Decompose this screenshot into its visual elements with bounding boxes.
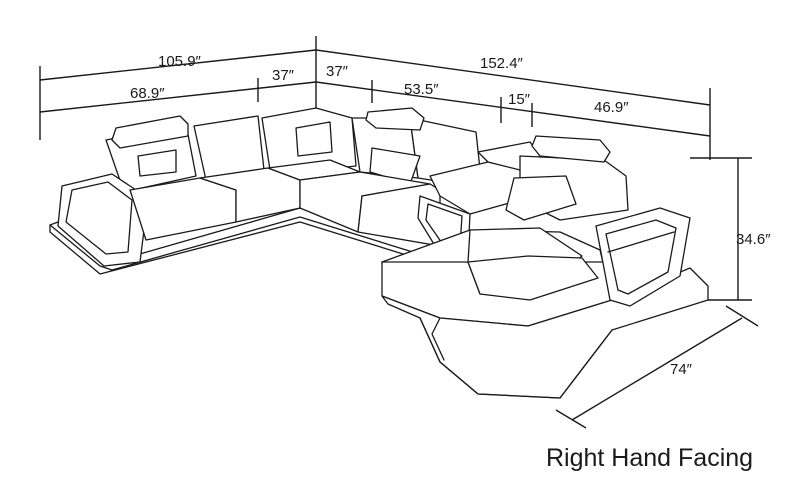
right-armrest-rail (607, 231, 675, 253)
dim-tick-depth-back (725, 305, 759, 327)
headrest-middle (365, 107, 425, 131)
dim-line-left-total (39, 49, 317, 81)
dim-line-right-sections (315, 81, 711, 137)
right-armrest (595, 207, 691, 307)
pillow-corner (295, 121, 333, 157)
dim-tick-depth-front (555, 409, 587, 429)
label-console: 15″ (508, 91, 531, 108)
label-right-total: 152.4″ (480, 55, 524, 72)
chaise-backrest-pad (505, 175, 577, 221)
dim-line-left-sections (39, 81, 317, 113)
pillow-left (137, 149, 177, 177)
label-right-section: 46.9″ (594, 99, 629, 116)
label-left-section: 68.9″ (130, 85, 165, 102)
sofa-drawing (49, 107, 709, 399)
dimension-lines (39, 36, 759, 429)
dimension-labels: 105.9″ 68.9″ 37″ 37″ 152.4″ 53.5″ 15″ 46… (130, 53, 771, 472)
label-middle-section: 53.5″ (404, 81, 439, 98)
headrest-right (531, 135, 611, 163)
right-armrest-frame (605, 219, 677, 295)
label-left-corner: 37″ (272, 67, 295, 84)
dim-line-chaise-depth (571, 317, 743, 421)
left-armrest-frame (65, 181, 133, 255)
left-armrest (57, 173, 149, 267)
headrest-left (111, 115, 189, 149)
label-right-corner: 37″ (326, 63, 349, 80)
label-chaise-depth: 74″ (670, 361, 693, 378)
dim-line-right-total (315, 49, 711, 106)
chaise-base-curve (419, 317, 613, 399)
chaise-cushion-front (467, 255, 599, 301)
label-height: 34.6″ (736, 231, 771, 248)
chaise-base-cutout (431, 317, 445, 361)
caption: Right Hand Facing (546, 444, 753, 472)
label-left-total: 105.9″ (158, 53, 202, 70)
sofa-base-left-bottom (49, 221, 301, 275)
